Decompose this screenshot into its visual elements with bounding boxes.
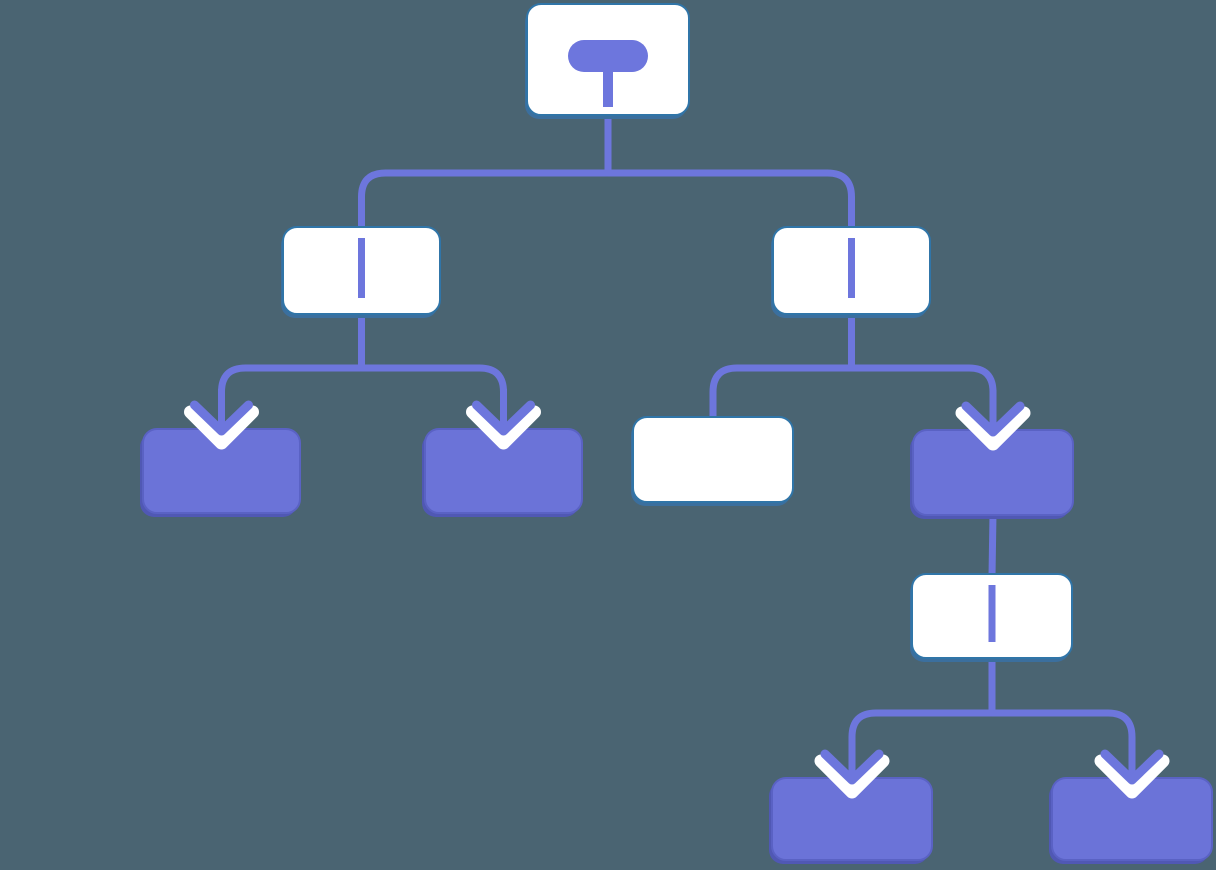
chevron-down-icon <box>1100 749 1164 785</box>
chevron-down-highlight-icon <box>814 754 890 799</box>
node-leaf-4[interactable] <box>1049 777 1213 864</box>
node-leaf-1[interactable] <box>140 428 301 517</box>
root-stem-icon <box>603 66 613 107</box>
chevron-down-highlight-icon <box>1094 754 1170 799</box>
chevron-down-highlight-icon <box>466 405 541 450</box>
connector-layer <box>218 114 1136 772</box>
node-box[interactable] <box>632 416 794 503</box>
arrow-into-leaf-1 <box>184 389 259 450</box>
edge-root-branch-right <box>604 114 855 229</box>
node-child-white[interactable] <box>631 416 794 506</box>
arrow-into-leaf-4 <box>1094 738 1170 799</box>
arrow-into-leaf-3 <box>814 738 890 799</box>
arrow-into-leaf-2 <box>466 389 541 450</box>
chevron-down-highlight-icon <box>955 406 1031 451</box>
root-pill-icon <box>568 40 648 72</box>
chevron-down-highlight-icon <box>184 405 259 450</box>
arrow-into-child-purple <box>955 390 1031 451</box>
node-root[interactable] <box>525 3 690 119</box>
chevron-down-icon <box>472 400 535 436</box>
edge-root-branch-left <box>358 114 612 229</box>
chevron-down-icon <box>961 401 1025 437</box>
edge-child-purple-branch-mid <box>988 513 997 577</box>
edge-branch-mid-leaf-3 <box>848 657 996 772</box>
node-child-purple[interactable] <box>910 429 1074 519</box>
chevron-down-icon <box>820 749 884 785</box>
node-branch-left[interactable] <box>281 226 441 318</box>
node-leaf-2[interactable] <box>422 428 583 517</box>
arrowhead-layer <box>184 389 1170 799</box>
chevron-down-icon <box>190 400 253 436</box>
node-layer <box>140 3 1213 864</box>
node-branch-mid[interactable] <box>910 573 1073 662</box>
node-branch-right[interactable] <box>771 226 931 318</box>
edge-branch-right-child-white <box>709 313 855 419</box>
node-leaf-3[interactable] <box>769 777 933 864</box>
edge-branch-mid-leaf-4 <box>988 657 1136 772</box>
